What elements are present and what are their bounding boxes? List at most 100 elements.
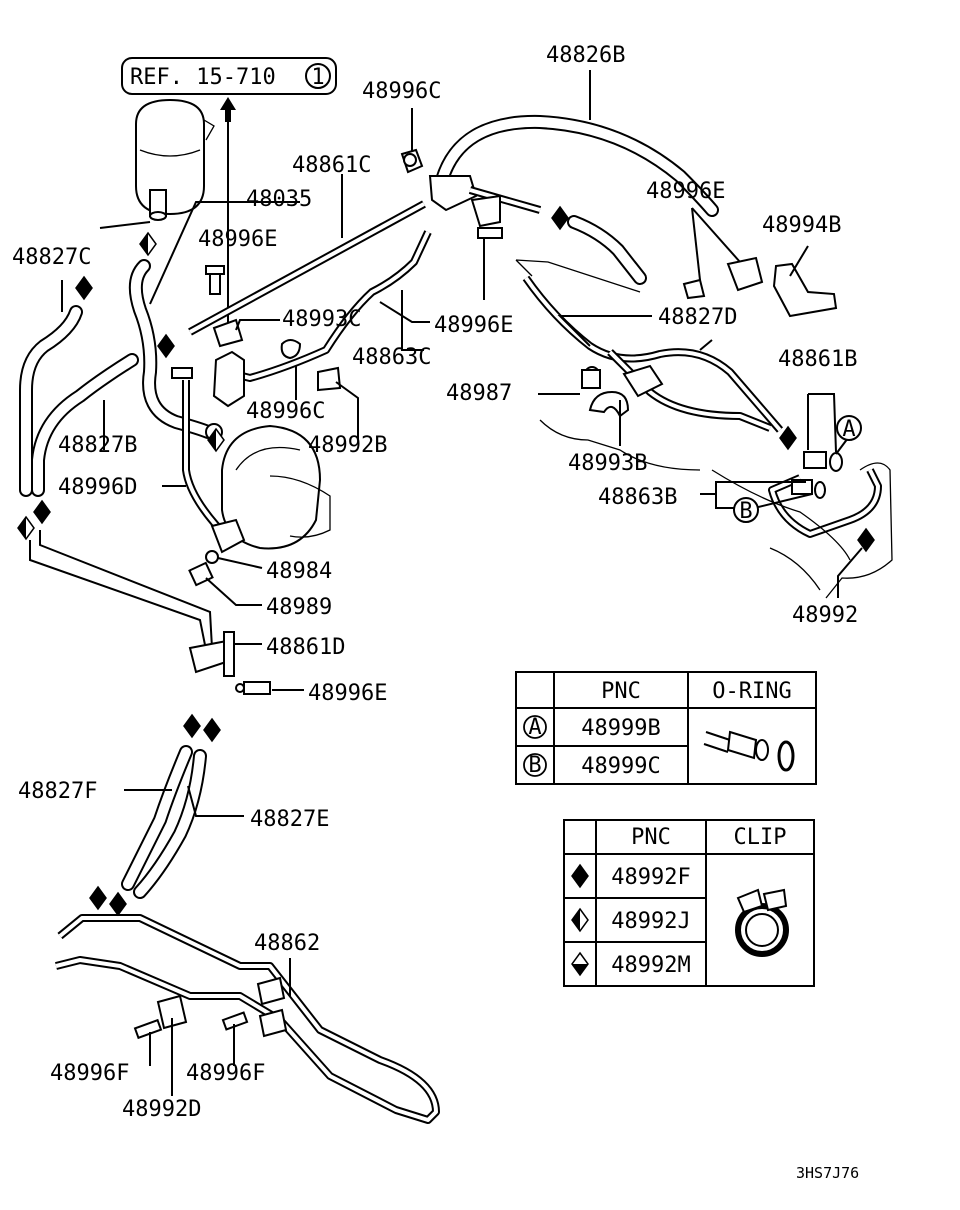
- clip-row-pnc-2[interactable]: 48992J: [611, 909, 690, 934]
- pipe-48861C[interactable]: [188, 200, 426, 336]
- clip-symbol-full-6: [183, 714, 201, 738]
- bolt-48996F-b[interactable]: [221, 1011, 249, 1031]
- cooler-pipe-section: [515, 259, 784, 433]
- label-48035[interactable]: 48035: [246, 187, 312, 212]
- oring-row-key-a: A: [528, 715, 541, 740]
- label-48989[interactable]: 48989: [266, 595, 332, 620]
- oring-header-pnc: PNC: [601, 679, 641, 704]
- clip-symbol-full-4: [551, 206, 569, 230]
- bracket-48994B[interactable]: [772, 262, 838, 318]
- label-48827F[interactable]: 48827F: [18, 779, 97, 804]
- hose-48827D-upper[interactable]: [567, 215, 647, 285]
- label-48984[interactable]: 48984: [266, 559, 332, 584]
- label-48992B[interactable]: 48992B: [308, 433, 387, 458]
- callout-A: A: [836, 415, 862, 442]
- clip-symbol-vhalf-2: [17, 516, 35, 540]
- callout-A-text: A: [842, 417, 855, 442]
- label-48996F-a[interactable]: 48996F: [50, 1061, 129, 1086]
- clip-symbol-full-5: [779, 426, 797, 450]
- clip-header-pnc: PNC: [631, 825, 671, 850]
- leader-lines: [61, 70, 863, 1096]
- clip-symbol-full-8: [89, 886, 107, 910]
- hose-48827F[interactable]: [121, 745, 193, 891]
- oring-header-oring: O-RING: [712, 679, 791, 704]
- reference-box[interactable]: REF. 15-710 1: [121, 57, 337, 95]
- bolt-48996E-low[interactable]: [235, 681, 271, 695]
- label-48861C[interactable]: 48861C: [292, 153, 371, 178]
- label-48996E-left[interactable]: 48996E: [198, 227, 277, 252]
- pipe-48863B[interactable]: [768, 468, 882, 538]
- fitting-48861D[interactable]: [188, 631, 235, 677]
- bolt-48996F-a[interactable]: [133, 1018, 163, 1040]
- label-48993B[interactable]: 48993B: [568, 451, 647, 476]
- bolt-48996E-left[interactable]: [205, 265, 225, 295]
- label-48996F-b[interactable]: 48996F: [186, 1061, 265, 1086]
- bolt-48996C-top[interactable]: [400, 148, 424, 174]
- clip-48992B[interactable]: [317, 366, 342, 392]
- label-48996E-low[interactable]: 48996E: [308, 681, 387, 706]
- reference-text: REF. 15-710: [130, 65, 276, 90]
- fitting-48861B[interactable]: [791, 451, 843, 499]
- label-48993C[interactable]: 48993C: [282, 307, 361, 332]
- reference-number: 1: [311, 65, 324, 90]
- label-48863C[interactable]: 48863C: [352, 345, 431, 370]
- clip-symbol-full-9: [109, 892, 127, 916]
- clip-symbol-full-1: [75, 276, 93, 300]
- label-48992D[interactable]: 48992D: [122, 1097, 201, 1122]
- label-48827C[interactable]: 48827C: [12, 245, 91, 270]
- pipe-48862[interactable]: [55, 914, 440, 1124]
- label-48827D[interactable]: 48827D: [658, 305, 737, 330]
- bolt-48996E-mid[interactable]: [477, 227, 503, 239]
- clip-symbol-full-3: [33, 500, 51, 524]
- pipe-bundle-upper-links: [29, 530, 213, 651]
- label-48861D[interactable]: 48861D: [266, 635, 345, 660]
- clip-illustration-icon: [735, 888, 789, 957]
- label-48996C-top[interactable]: 48996C: [362, 79, 441, 104]
- drawing-code: 3HS7J76: [796, 1164, 859, 1182]
- clip-48992D[interactable]: [156, 994, 188, 1030]
- clip-row-pnc-3[interactable]: 48992M: [611, 953, 690, 978]
- clip-table: PNC CLIP 48992F 48992J 48992M: [563, 819, 815, 987]
- label-48992[interactable]: 48992: [792, 603, 858, 628]
- reservoir-tank: [135, 98, 215, 221]
- fitting-top: [428, 175, 542, 228]
- label-48994B[interactable]: 48994B: [762, 213, 841, 238]
- reference-arrow-icon: [220, 97, 236, 330]
- pipe-48863C[interactable]: [212, 230, 432, 401]
- callout-B-text: B: [739, 499, 752, 524]
- label-48996E-mid[interactable]: 48996E: [434, 313, 513, 338]
- label-48827E[interactable]: 48827E: [250, 807, 329, 832]
- label-48996E-right[interactable]: 48996E: [646, 179, 725, 204]
- clip-row-pnc-1[interactable]: 48992F: [611, 865, 690, 890]
- bolt-48987[interactable]: [581, 369, 601, 389]
- clip-symbol-full-2: [157, 334, 175, 358]
- hose-48826B[interactable]: [435, 114, 719, 217]
- power-steering-pump: [188, 423, 331, 587]
- label-48862[interactable]: 48862: [254, 931, 320, 956]
- oring-row-key-b: B: [528, 753, 541, 778]
- oring-illustration-icon: [703, 730, 795, 772]
- bracket-48993C[interactable]: [212, 318, 302, 408]
- hose-48827E[interactable]: [133, 749, 207, 899]
- oring-row-pnc-b[interactable]: 48999C: [581, 754, 660, 779]
- clip-symbol-full-10: [857, 528, 875, 552]
- label-48996D[interactable]: 48996D: [58, 475, 137, 500]
- hose-48827B[interactable]: [31, 353, 139, 497]
- clip-symbol-hhalf-1: [139, 232, 157, 256]
- clip-symbol-full-7: [203, 718, 221, 742]
- label-48996C-mid[interactable]: 48996C: [246, 399, 325, 424]
- label-48826B[interactable]: 48826B: [546, 43, 625, 68]
- label-48827B[interactable]: 48827B: [58, 433, 137, 458]
- bolt-48996D[interactable]: [171, 367, 193, 379]
- engine-outline-right: [539, 419, 893, 599]
- clamp-48993B[interactable]: [584, 364, 664, 418]
- label-48987[interactable]: 48987: [446, 381, 512, 406]
- hose-48827C[interactable]: [19, 305, 83, 497]
- oring-row-pnc-a[interactable]: 48999B: [581, 716, 660, 741]
- sensor-48996E[interactable]: [682, 256, 764, 300]
- label-48861B[interactable]: 48861B: [778, 347, 857, 372]
- callout-B: B: [733, 497, 759, 524]
- clip-header-clip: CLIP: [734, 825, 787, 850]
- label-48863B[interactable]: 48863B: [598, 485, 677, 510]
